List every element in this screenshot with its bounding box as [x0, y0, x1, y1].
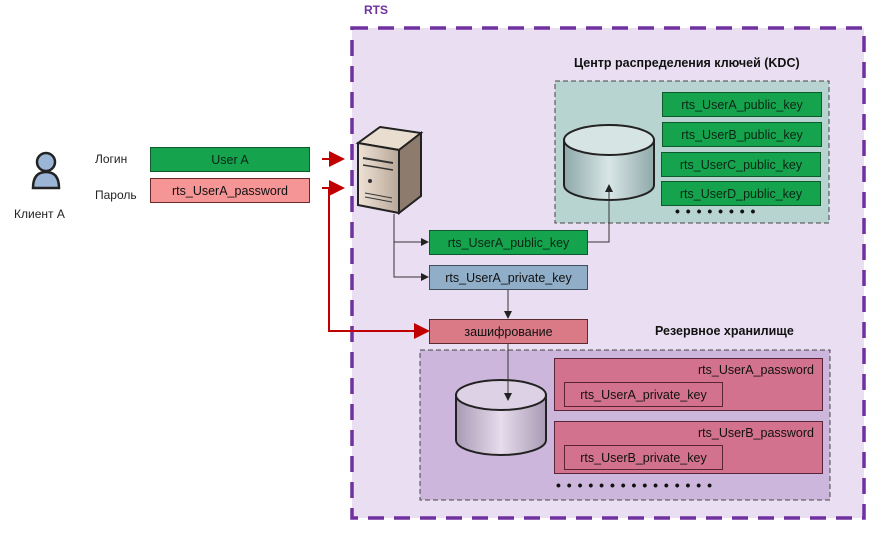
rts-label: RTS — [364, 3, 388, 17]
backup-title: Резервное хранилище — [655, 324, 794, 338]
public-key-to-kdc-connector — [588, 184, 613, 243]
backup-entry-b: rts_UserB_password rts_UserB_private_key — [554, 421, 823, 474]
backup-more-indicator: • • • • • • • • • • • • • • • — [556, 477, 713, 493]
password-to-encryption-arrow — [328, 188, 430, 339]
kdc-key-a: rts_UserA_public_key — [662, 92, 822, 117]
backup-entry-a: rts_UserA_password rts_UserA_private_key — [554, 358, 823, 411]
password-field[interactable]: rts_UserA_password — [150, 178, 310, 203]
login-field[interactable]: User A — [150, 147, 310, 172]
kdc-key-c: rts_UserC_public_key — [661, 152, 821, 177]
kdc-database-icon — [563, 124, 655, 201]
backup-entry-b-private-key: rts_UserB_private_key — [564, 445, 723, 470]
backup-entry-b-password: rts_UserB_password — [697, 426, 814, 440]
kdc-title: Центр распределения ключей (KDC) — [574, 56, 800, 70]
password-label: Пароль — [95, 188, 137, 202]
kdc-key-b: rts_UserB_public_key — [662, 122, 822, 147]
login-label: Логин — [95, 152, 128, 166]
backup-entry-a-private-key: rts_UserA_private_key — [564, 382, 723, 407]
encryption-step: зашифрование — [429, 319, 588, 344]
server-to-private-key-connector — [393, 242, 429, 281]
backup-entry-a-password: rts_UserA_password — [697, 363, 814, 377]
user-icon — [29, 150, 63, 192]
backup-database-icon — [455, 379, 547, 456]
kdc-key-d: rts_UserD_public_key — [661, 181, 821, 206]
client-label: Клиент А — [14, 207, 65, 221]
user-private-key: rts_UserA_private_key — [429, 265, 588, 290]
server-icon — [355, 125, 424, 216]
user-public-key: rts_UserA_public_key — [429, 230, 588, 255]
kdc-more-indicator: • • • • • • • • — [675, 203, 757, 219]
